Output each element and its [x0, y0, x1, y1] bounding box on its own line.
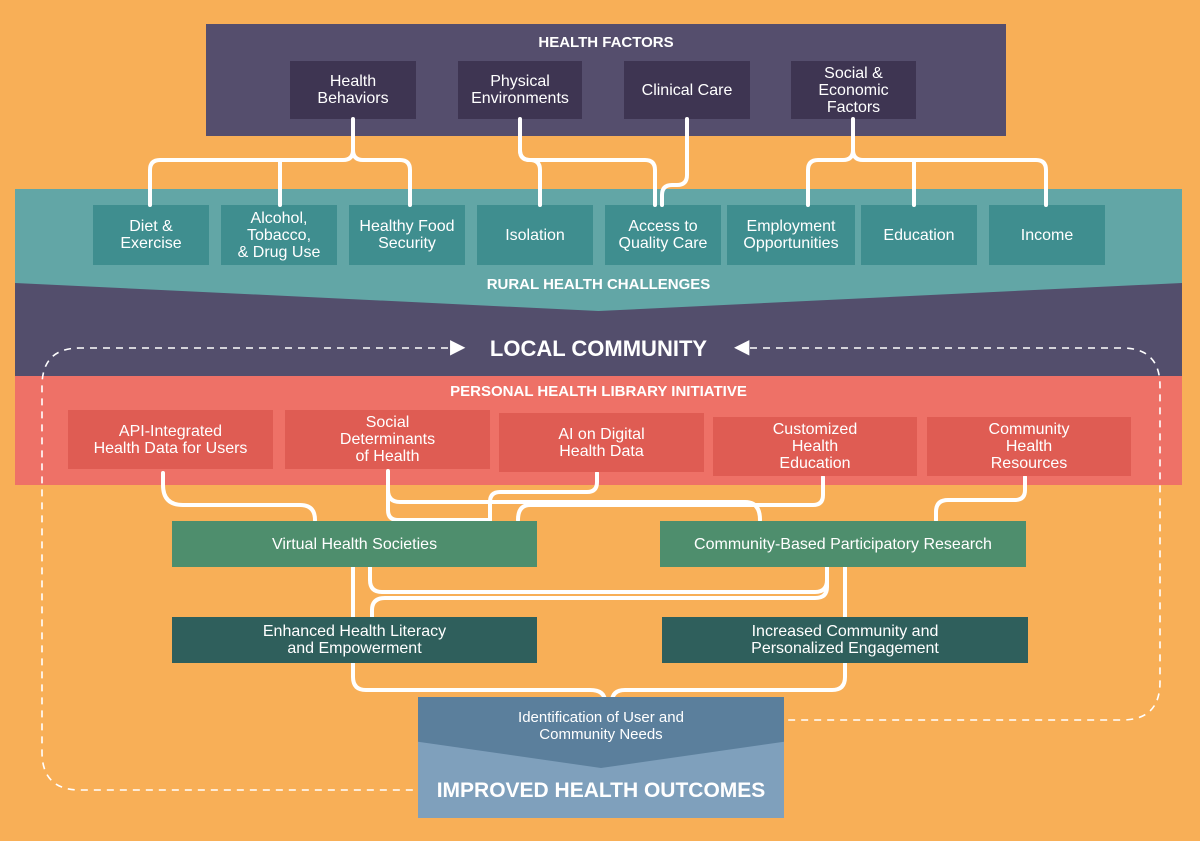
initiative-title: PERSONAL HEALTH LIBRARY INITIATIVE — [450, 383, 747, 400]
factor-physical-environments: Physical Environments — [458, 61, 582, 119]
factor-health-behaviors: Health Behaviors — [290, 61, 416, 119]
community-based-participatory-research: Community-Based Participatory Research — [660, 521, 1026, 567]
initiative-customized-education: Customized Health Education — [713, 417, 917, 476]
initiative-api-health-data: API-Integrated Health Data for Users — [68, 410, 273, 469]
increased-community-engagement: Increased Community and Personalized Eng… — [662, 617, 1028, 663]
arrow-right-icon: ▶ — [450, 336, 466, 358]
challenge-food-security: Healthy Food Security — [349, 205, 465, 265]
identification-of-needs: Identification of User and Community Nee… — [518, 709, 684, 743]
challenge-substance-use: Alcohol, Tobacco, & Drug Use — [221, 205, 337, 265]
enhanced-health-literacy: Enhanced Health Literacy and Empowerment — [172, 617, 537, 663]
challenge-education: Education — [861, 205, 977, 265]
arrow-left-icon: ◀ — [734, 336, 750, 358]
challenge-employment: Employment Opportunities — [727, 205, 855, 265]
health-factors-title: HEALTH FACTORS — [538, 34, 674, 51]
factor-clinical-care: Clinical Care — [624, 61, 750, 119]
initiative-community-resources: Community Health Resources — [927, 417, 1131, 476]
challenge-diet-exercise: Diet & Exercise — [93, 205, 209, 265]
challenge-income: Income — [989, 205, 1105, 265]
virtual-health-societies: Virtual Health Societies — [172, 521, 537, 567]
challenge-isolation: Isolation — [477, 205, 593, 265]
rural-challenges-title: RURAL HEALTH CHALLENGES — [486, 276, 711, 293]
improved-health-outcomes-title: IMPROVED HEALTH OUTCOMES — [436, 779, 766, 802]
initiative-ai-digital-data: AI on Digital Health Data — [499, 413, 704, 472]
challenge-access-care: Access to Quality Care — [605, 205, 721, 265]
initiative-social-determinants: Social Determinants of Health — [285, 410, 490, 469]
factor-social-economic: Social & Economic Factors — [791, 61, 916, 119]
local-community-title: LOCAL COMMUNITY — [489, 336, 708, 361]
rural-challenges-band — [15, 189, 1182, 311]
